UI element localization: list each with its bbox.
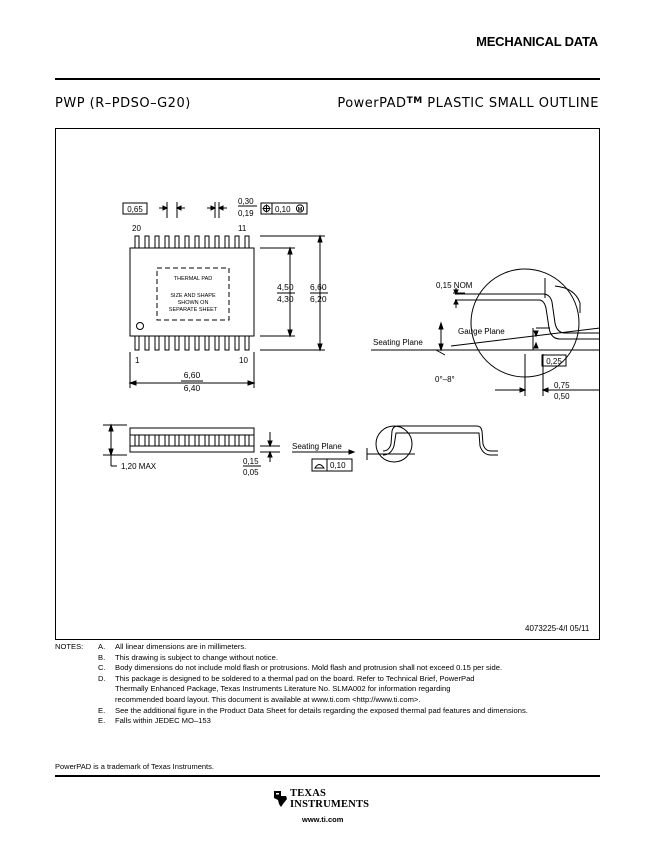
side-profile: Seating Plane 0,10 <box>292 425 498 472</box>
pad-label-4: SEPARATE SHEET <box>169 307 218 313</box>
section-title: MECHANICAL DATA <box>476 34 598 49</box>
top-pins <box>134 235 250 249</box>
bottom-pins <box>134 335 250 351</box>
pin-11-label: 11 <box>238 224 247 233</box>
position-tolerance-value: 0,10 <box>275 205 291 214</box>
overall-width-max: 6,60 <box>310 282 327 292</box>
package-desc-main: PowerPAD <box>337 96 407 111</box>
pad-label-1: THERMAL PAD <box>174 276 213 282</box>
note-text: This drawing is subject to change withou… <box>115 652 278 662</box>
gauge-plane-line <box>450 327 600 347</box>
foot-length-max: 0,75 <box>554 381 570 390</box>
svg-text:M: M <box>298 207 303 213</box>
pad-label-3: SHOWN ON <box>178 300 209 306</box>
footer-rule <box>55 775 600 777</box>
coplanarity-value: 0,10 <box>330 461 346 470</box>
body-length-min: 6,40 <box>184 383 201 393</box>
coplanarity-frame <box>311 458 353 472</box>
package-name: PWP (R–PDSO–G20) <box>55 96 191 111</box>
lead-width-max: 0,30 <box>238 197 254 206</box>
package-desc-rest: PLASTIC SMALL OUTLINE <box>422 96 599 111</box>
pitch-box <box>122 202 148 215</box>
standoff-min: 0,05 <box>243 468 259 477</box>
foot-length-min: 0,50 <box>554 392 570 401</box>
body-width-max: 4,50 <box>277 282 294 292</box>
gauge-plane-label: Gauge Plane <box>458 327 505 336</box>
lead-thickness-label: 0,15 NOM <box>436 281 473 290</box>
note-letter: A. <box>98 642 106 651</box>
pin1-marker <box>136 322 144 330</box>
side-detail-circle <box>375 425 413 463</box>
pad-label-2: SIZE AND SHAPE <box>170 293 216 299</box>
ti-state-icon <box>274 791 287 807</box>
body-width-min: 4,30 <box>277 294 294 304</box>
pitch-value: 0,65 <box>127 205 143 214</box>
side-leads <box>134 434 250 447</box>
note-text: Falls within JEDEC MO–153 <box>115 716 211 726</box>
package-description: PowerPADTM PLASTIC SMALL OUTLINE <box>337 96 599 111</box>
pin-1-label: 1 <box>135 356 140 365</box>
seating-plane-label: Seating Plane <box>373 338 423 347</box>
trademark-mark: TM <box>406 96 423 106</box>
note-text: This package is designed to be soldered … <box>115 673 475 683</box>
brand-line-1: TEXAS <box>290 788 327 799</box>
height-label: 1,20 MAX <box>121 462 157 471</box>
ti-url: www.ti.com <box>302 815 344 824</box>
lead-detail: 0,15 NOM Gauge Plane Seating Plane 0°–8°… <box>371 268 600 401</box>
header-rule <box>55 78 600 80</box>
note-text: Thermally Enhanced Package, Texas Instru… <box>115 684 451 694</box>
note-letter: C. <box>98 663 106 673</box>
pin-20-label: 20 <box>132 224 141 233</box>
note-text: All linear dimensions are in millimeters… <box>115 642 247 651</box>
note-letter: B. <box>98 652 106 662</box>
note-letter: E. <box>98 705 106 715</box>
gauge-dim-value: 0,25 <box>546 357 562 366</box>
gauge-dim-box <box>541 354 567 367</box>
overall-width-min: 6,20 <box>310 294 327 304</box>
note-letter: D. <box>98 673 106 683</box>
lead-width-min: 0,19 <box>238 209 254 218</box>
standoff-max: 0,15 <box>243 457 259 466</box>
package-body <box>129 247 255 337</box>
thermal-pad-outline <box>156 267 230 321</box>
note-letter: E. <box>98 716 106 726</box>
body-length-max: 6,60 <box>184 370 201 380</box>
angle-label: 0°–8° <box>435 375 455 384</box>
drawing-frame <box>55 128 600 640</box>
note-text: recommended board layout. This document … <box>115 695 421 704</box>
notes-label: NOTES: <box>55 642 84 651</box>
seating-plane-2-label: Seating Plane <box>292 442 342 451</box>
top-view: THERMAL PAD SIZE AND SHAPE SHOWN ON SEPA… <box>122 197 328 393</box>
note-text: Body dimensions do not include mold flas… <box>115 663 503 673</box>
trademark-notice: PowerPAD is a trademark of Texas Instrum… <box>55 762 214 771</box>
side-view: 1,20 MAX 0,15 0,05 <box>103 423 280 477</box>
side-body <box>129 427 255 453</box>
brand-line-2: INSTRUMENTS <box>290 799 370 810</box>
document-number: 4073225-4/I 05/11 <box>525 624 590 633</box>
pin-10-label: 10 <box>239 356 248 365</box>
note-text: See the additional figure in the Product… <box>115 705 528 715</box>
position-tolerance-frame <box>260 202 308 215</box>
mechanical-drawing: THERMAL PAD SIZE AND SHAPE SHOWN ON SEPA… <box>103 197 600 633</box>
